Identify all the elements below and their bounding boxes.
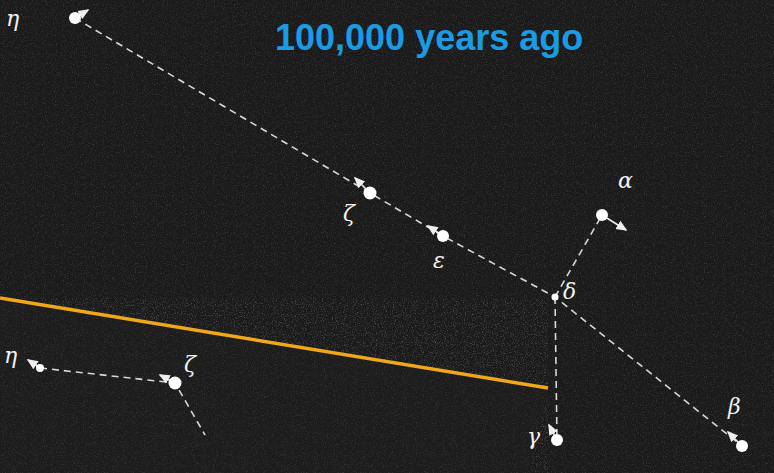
star-letter: α bbox=[618, 170, 633, 192]
star-letter: δ bbox=[563, 281, 576, 303]
star-letter: ζ bbox=[343, 203, 355, 225]
star-letter: ε bbox=[433, 250, 445, 272]
star-letter: ζ bbox=[184, 354, 196, 376]
star-letter: γ bbox=[527, 426, 540, 448]
star-letter: η bbox=[4, 345, 17, 367]
star-letter: β bbox=[728, 396, 741, 418]
caption-title: 100,000 years ago bbox=[275, 20, 583, 56]
star-letter: η bbox=[6, 8, 19, 30]
